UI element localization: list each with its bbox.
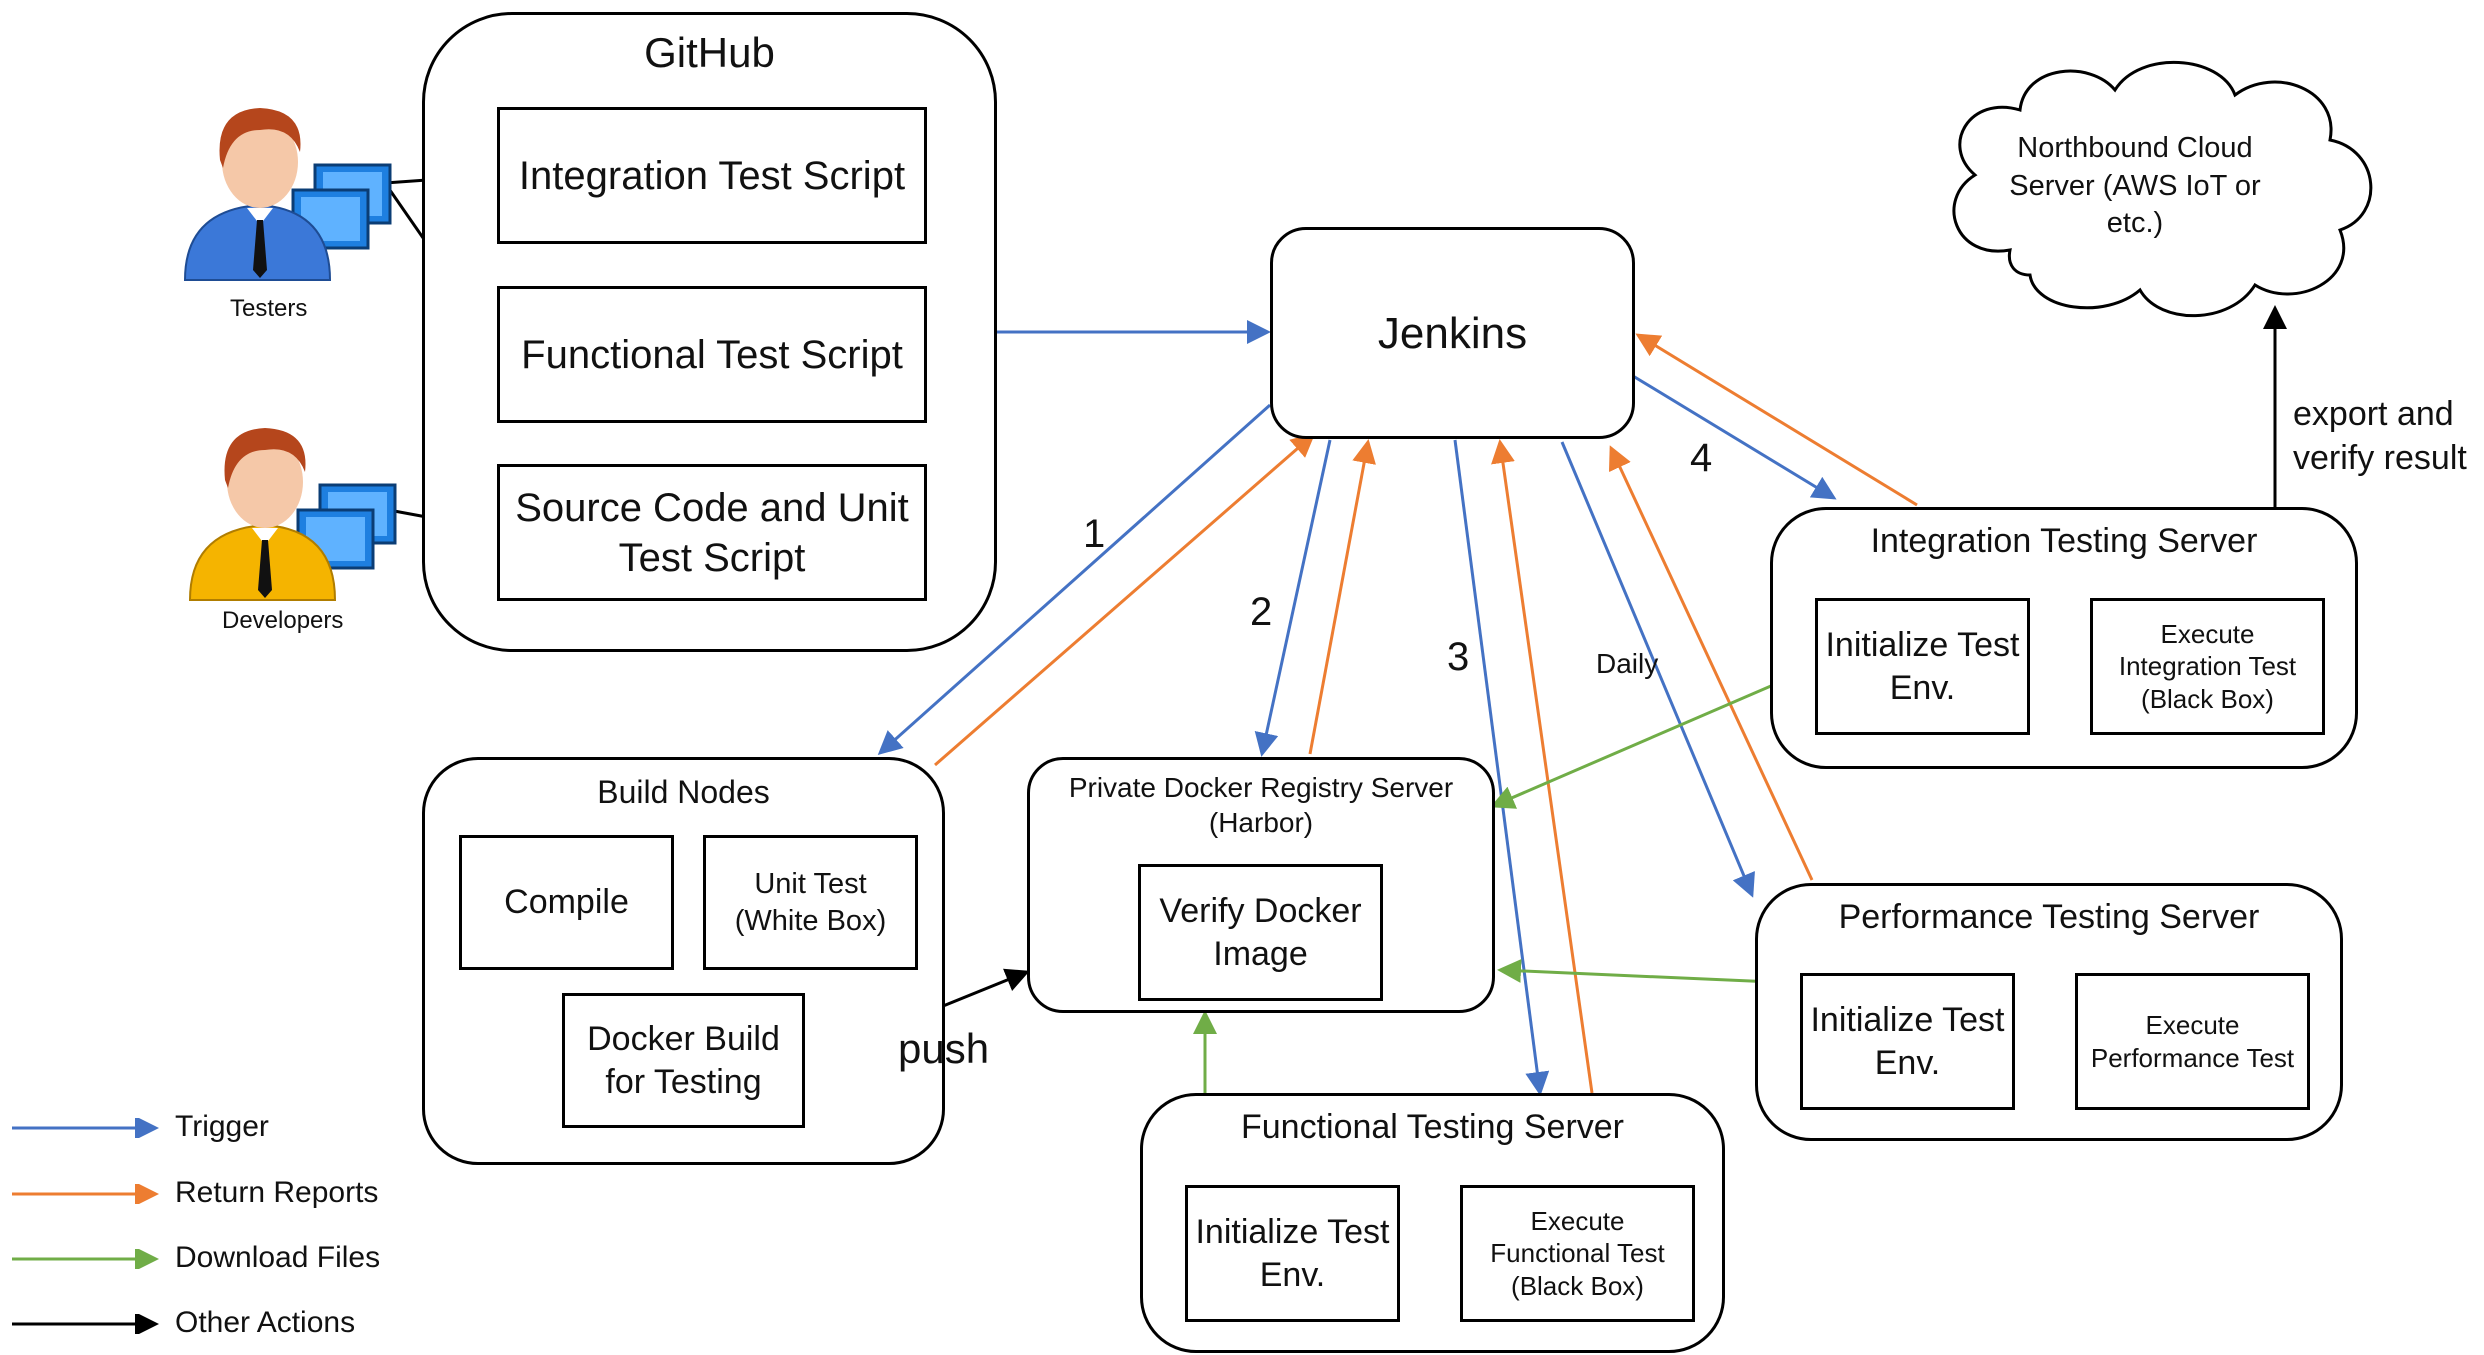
functional-server-title: Functional Testing Server xyxy=(1240,1108,1624,1146)
testers-label: Testers xyxy=(230,295,308,322)
cloud-icon xyxy=(1952,61,2373,318)
arrow-registry-report xyxy=(1308,439,1376,755)
unit-test-step: Unit Test (White Box) xyxy=(703,835,918,970)
github-title: GitHub xyxy=(644,29,775,76)
developers-label: Developers xyxy=(222,607,344,634)
push-label: push xyxy=(898,1025,990,1072)
testers-figure xyxy=(175,90,395,290)
functional-execute-step: Execute Functional Test (Black Box) xyxy=(1460,1185,1695,1322)
integration-execute-step: Execute Integration Test (Black Box) xyxy=(2090,598,2325,735)
docker-registry-title: Private Docker Registry Server (Harbor) xyxy=(1068,772,1454,838)
arrow-jenkins-to-integration xyxy=(1632,374,1837,500)
arrow-build-nodes-report xyxy=(934,433,1316,767)
legend-download-files-arrow xyxy=(12,1249,159,1269)
functional-init-env-step: Initialize Test Env. xyxy=(1185,1185,1400,1322)
legend-other-actions-arrow xyxy=(12,1314,159,1334)
build-nodes-title: Build Nodes xyxy=(597,774,770,810)
docker-build-step: Docker Build for Testing xyxy=(562,993,805,1128)
legend-trigger-arrow xyxy=(12,1118,159,1138)
arrow-functional-report xyxy=(1491,439,1594,1094)
legend-trigger-label: Trigger xyxy=(175,1110,269,1143)
performance-init-env-step: Initialize Test Env. xyxy=(1800,973,2015,1110)
legend-download-files: Download Files xyxy=(10,1241,390,1281)
arrow-integration-download xyxy=(1490,665,1816,809)
tester-person-icon xyxy=(183,108,392,281)
step-label-4: 4 xyxy=(1690,436,1713,480)
integration-init-env-step: Initialize Test Env. xyxy=(1815,598,2030,735)
legend-return-reports-arrow xyxy=(12,1184,159,1204)
legend-download-files-label: Download Files xyxy=(175,1241,381,1274)
arrow-jenkins-to-performance xyxy=(1560,441,1755,898)
cloud-server-label: Northbound Cloud Server (AWS IoT or etc.… xyxy=(2009,132,2261,240)
step-label-3: 3 xyxy=(1447,635,1470,679)
jenkins-box: Jenkins xyxy=(1270,227,1635,439)
legend-trigger: Trigger xyxy=(10,1110,390,1150)
export-verify-label: export and verify result xyxy=(2293,395,2467,478)
arrow-jenkins-to-build-nodes xyxy=(877,403,1271,755)
source-code-unit-test-script: Source Code and Unit Test Script xyxy=(497,464,927,601)
legend-return-reports: Return Reports xyxy=(10,1176,390,1216)
step-label-1: 1 xyxy=(1083,512,1106,556)
legend-other-actions: Other Actions xyxy=(10,1306,390,1346)
arrow-performance-report xyxy=(1608,445,1814,881)
arrow-jenkins-to-functional xyxy=(1453,439,1550,1096)
developers-figure xyxy=(180,415,400,615)
compile-step: Compile xyxy=(459,835,674,970)
functional-test-script: Functional Test Script xyxy=(497,286,927,423)
performance-execute-step: Execute Performance Test xyxy=(2075,973,2310,1110)
integration-test-script: Integration Test Script xyxy=(497,107,927,244)
legend-other-actions-label: Other Actions xyxy=(175,1306,356,1339)
legend-return-reports-label: Return Reports xyxy=(175,1176,379,1209)
performance-server-title: Performance Testing Server xyxy=(1838,898,2260,936)
arrow-jenkins-to-registry xyxy=(1254,439,1332,757)
developer-person-icon xyxy=(188,428,397,601)
daily-label: Daily xyxy=(1596,648,1659,679)
verify-docker-image-step: Verify Docker Image xyxy=(1138,864,1383,1001)
arrow-integration-report xyxy=(1635,333,1918,507)
integration-server-title: Integration Testing Server xyxy=(1870,522,2258,560)
arrow-performance-download xyxy=(1497,958,1796,985)
step-label-2: 2 xyxy=(1250,590,1273,634)
